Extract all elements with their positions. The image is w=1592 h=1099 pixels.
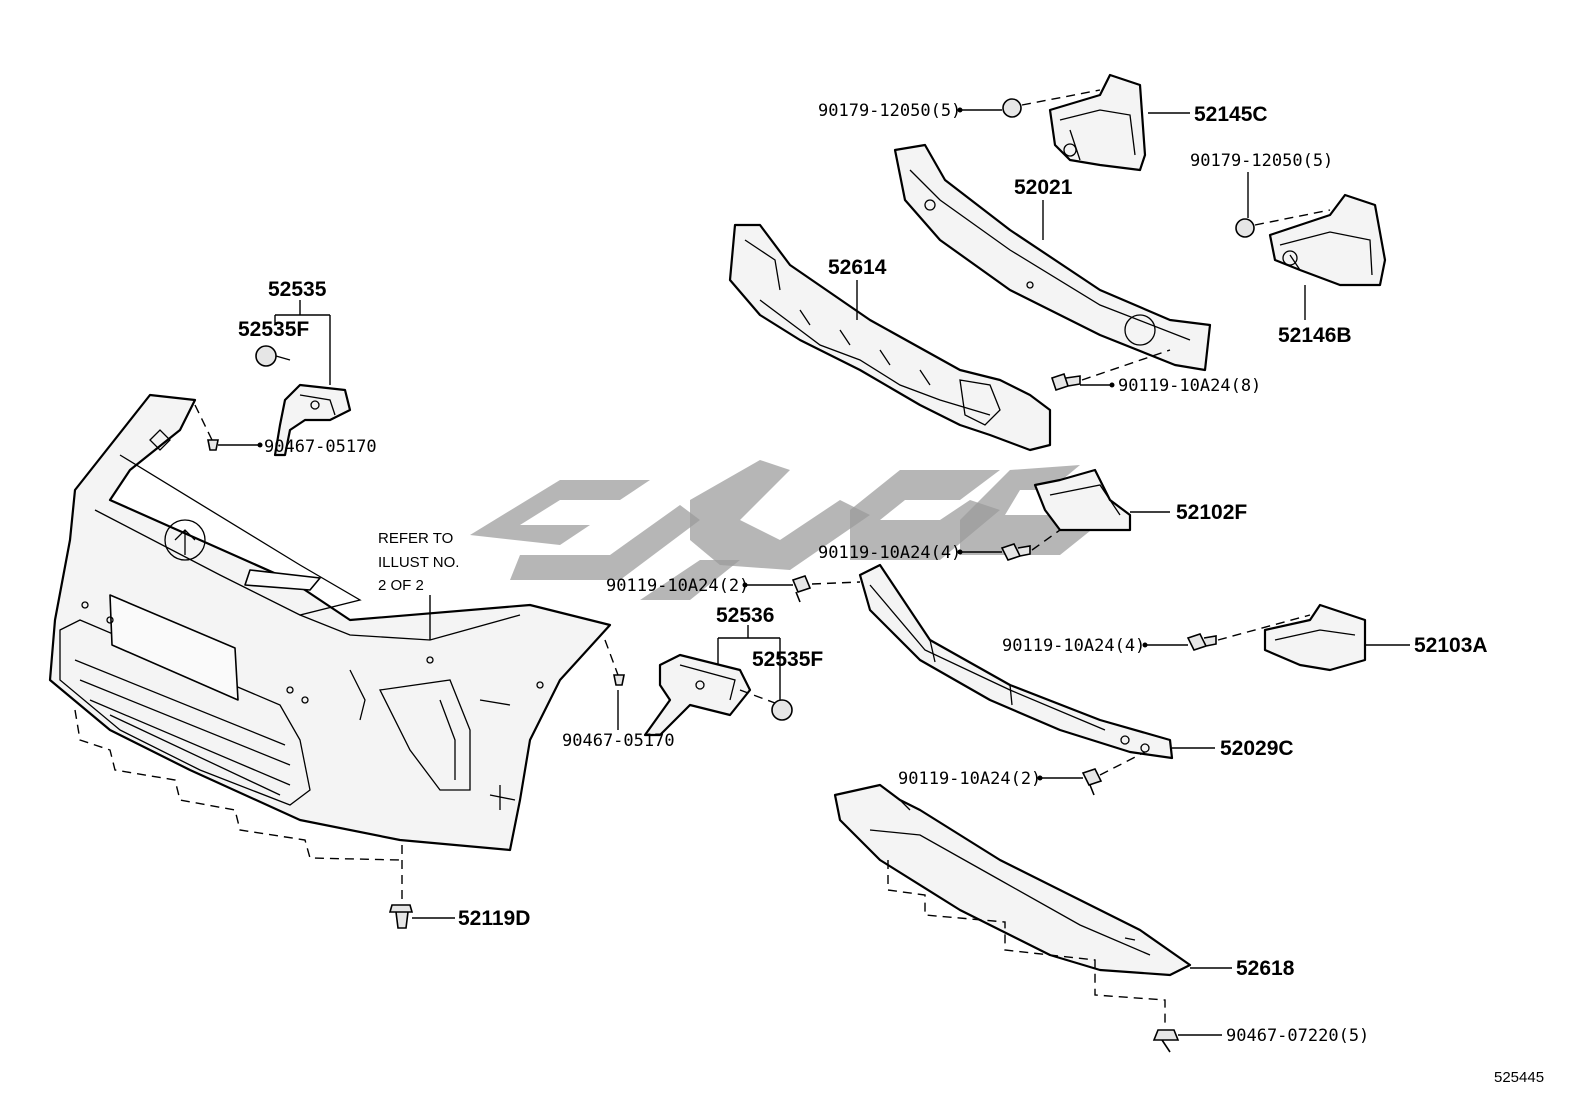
under-cover-52618 (833, 783, 1192, 1025)
screw-90467-05170-right (604, 639, 625, 686)
label-90467-07220: 90467-07220(5) (1226, 1026, 1369, 1046)
label-52535: 52535 (268, 278, 327, 301)
bracket-52536 (643, 653, 752, 737)
label-90119-10A24-4-lower: 90119-10A24(4) (1002, 636, 1145, 656)
nut-90179-12050-top (1002, 89, 1101, 118)
bolt-52119D (388, 904, 414, 929)
bracket-52535 (273, 383, 352, 457)
label-52103A: 52103A (1414, 634, 1488, 657)
label-52029C: 52029C (1220, 737, 1294, 760)
nut-90179-12050-right (1235, 209, 1331, 238)
watermark-logo (470, 460, 1110, 600)
label-90119-10A24-4-upper: 90119-10A24(4) (818, 543, 961, 563)
label-52021: 52021 (1014, 176, 1073, 199)
clip-90467-07220 (1152, 1029, 1180, 1053)
bolt-90119-10A24-4-upper (1000, 529, 1061, 561)
label-90119-10A24-2-upper: 90119-10A24(2) (606, 576, 749, 596)
bumper-reinforcement-52021 (893, 143, 1212, 372)
note-line-3: 2 OF 2 (378, 577, 424, 594)
bolt-90119-10A24-8 (1050, 349, 1171, 392)
label-90179-12050-top: 90179-12050(5) (818, 101, 961, 121)
bracket-52102F (1033, 468, 1132, 532)
screw-90467-05170-left (194, 404, 219, 451)
extension-52145C (1048, 73, 1147, 172)
label-52536: 52536 (716, 604, 774, 627)
clip-52535F-right (739, 689, 793, 721)
bolt-90119-10A24-2-upper (791, 575, 861, 603)
label-52614: 52614 (828, 256, 887, 279)
label-52119D: 52119D (458, 907, 530, 930)
label-52102F: 52102F (1176, 501, 1247, 524)
front-bumper-cover (48, 393, 612, 900)
label-90179-12050-right: 90179-12050(5) (1190, 151, 1333, 171)
bolt-90119-10A24-2-lower (1081, 751, 1146, 796)
label-90467-05170-right: 90467-05170 (562, 731, 675, 751)
label-52535F-left: 52535F (238, 318, 309, 341)
illustration-number: 525445 (1494, 1069, 1544, 1086)
label-52145C: 52145C (1194, 103, 1268, 126)
extension-52146B (1268, 193, 1387, 287)
label-52618: 52618 (1236, 957, 1295, 980)
label-90119-10A24-8: 90119-10A24(8) (1118, 376, 1261, 396)
bracket-52103A (1263, 603, 1367, 672)
label-90119-10A24-2-lower: 90119-10A24(2) (898, 769, 1041, 789)
label-52146B: 52146B (1278, 324, 1352, 347)
note-line-1: REFER TO (378, 530, 453, 547)
bolt-90119-10A24-4-lower (1186, 614, 1311, 651)
clip-52535F-left (255, 345, 291, 367)
label-52535F-right: 52535F (752, 648, 823, 671)
note-line-2: ILLUST NO. (378, 554, 459, 571)
label-90467-05170-left: 90467-05170 (264, 437, 377, 457)
lower-reinforcement-52029C (858, 563, 1174, 760)
leader-lines (218, 107, 1410, 1036)
